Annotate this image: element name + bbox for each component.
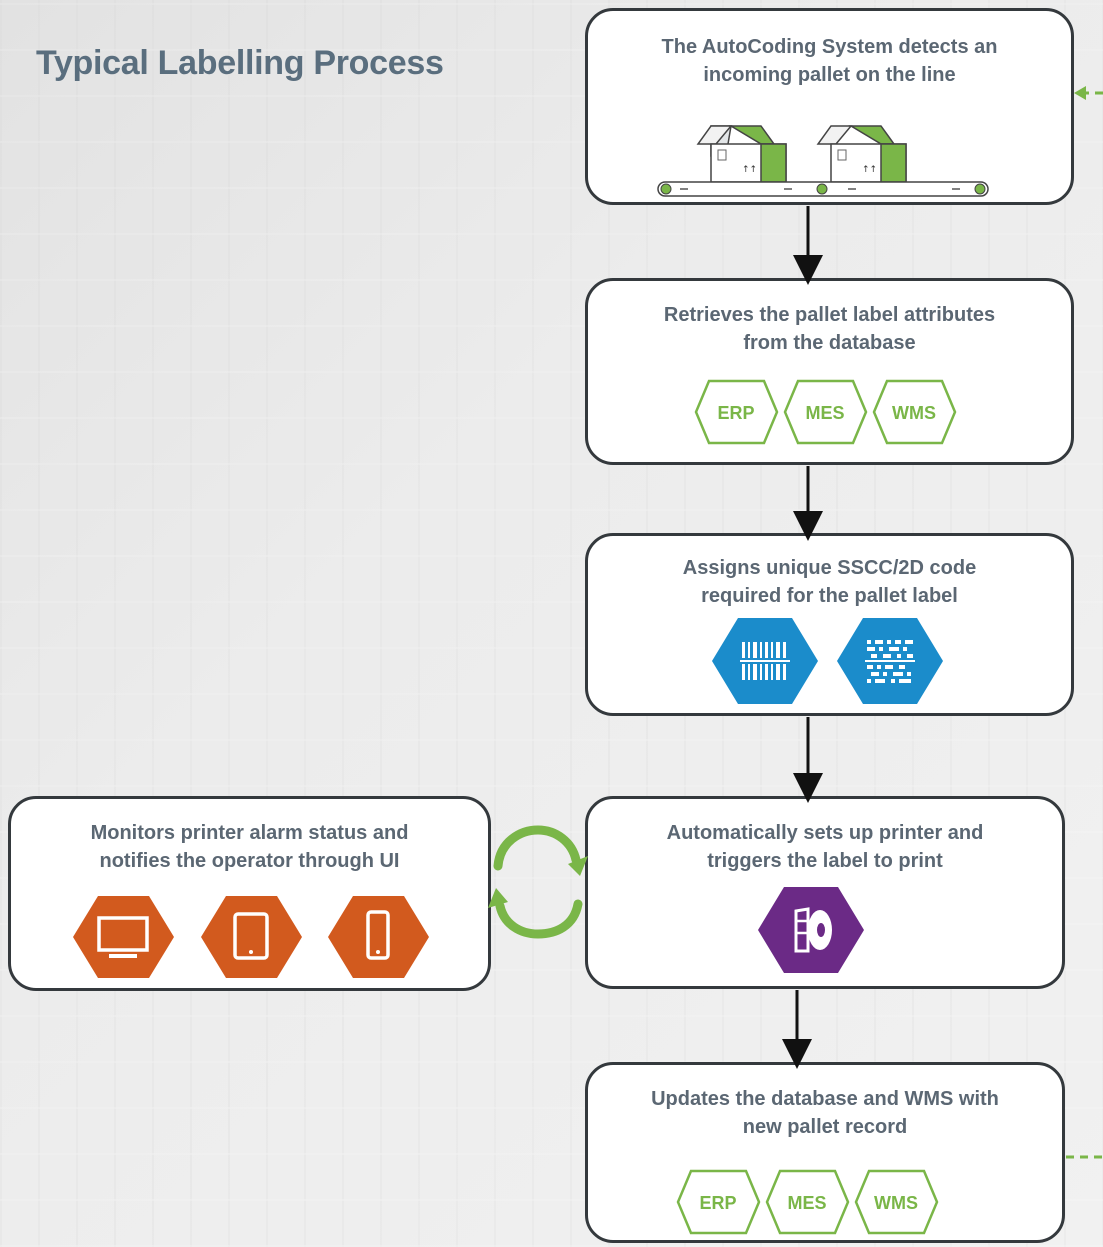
step-assign-line1: Assigns unique SSCC/2D code — [682, 557, 977, 579]
step-assign-text: Assigns unique SSCC/2D code required for… — [588, 554, 1071, 610]
loop-back-arrowhead — [1074, 86, 1086, 100]
step-retrieve-box: Retrieves the pallet label attributes fr… — [585, 278, 1074, 465]
step-print-text: Automatically sets up printer and trigge… — [588, 819, 1062, 875]
tag-wms-label: WMS — [892, 403, 936, 423]
tablet-icon — [201, 896, 302, 978]
step-detect-line2: incoming pallet on the line — [703, 64, 956, 86]
tag-erp-label: ERP — [717, 403, 754, 423]
step-assign-line2: required for the pallet label — [701, 585, 958, 607]
step-print-box: Automatically sets up printer and trigge… — [585, 796, 1065, 989]
tag-mes: MES — [783, 379, 868, 445]
monitor-icons — [73, 896, 429, 978]
step-monitor-box: Monitors printer alarm status and notifi… — [8, 796, 491, 991]
tag-wms: WMS — [872, 379, 957, 445]
tag-wms-label: WMS — [874, 1193, 918, 1213]
phone-icon — [328, 896, 429, 978]
step-retrieve-line1: Retrieves the pallet label attributes — [663, 304, 996, 326]
datamatrix-icon — [837, 618, 943, 704]
label-roll-icon — [758, 887, 864, 973]
step-print-line1: Automatically sets up printer and — [666, 822, 984, 844]
step-monitor-line1: Monitors printer alarm status and — [90, 822, 409, 844]
tag-erp: ERP — [694, 379, 779, 445]
step-update-box: Updates the database and WMS with new pa… — [585, 1062, 1065, 1243]
step-detect-line1: The AutoCoding System detects an — [661, 36, 998, 58]
assign-icons — [712, 618, 943, 704]
update-tags: ERP MES WMS — [676, 1169, 939, 1235]
retrieve-tags: ERP MES WMS — [694, 379, 957, 445]
step-monitor-line2: notifies the operator through UI — [99, 850, 400, 872]
page-title: Typical Labelling Process — [36, 44, 444, 82]
step-detect-box: The AutoCoding System detects an incomin… — [585, 8, 1074, 205]
tag-erp-label: ERP — [699, 1193, 736, 1213]
tag-mes: MES — [765, 1169, 850, 1235]
tag-mes-label: MES — [787, 1193, 826, 1213]
sync-arrows-icon — [488, 825, 588, 939]
svg-text:↑↑: ↑↑ — [742, 165, 757, 175]
tag-wms: WMS — [854, 1169, 939, 1235]
step-update-line2: new pallet record — [742, 1116, 908, 1138]
tag-erp: ERP — [676, 1169, 761, 1235]
step-print-line2: triggers the label to print — [707, 850, 943, 872]
tag-mes-label: MES — [805, 403, 844, 423]
barcode-icon — [712, 618, 818, 704]
step-retrieve-line2: from the database — [743, 332, 916, 354]
step-update-line1: Updates the database and WMS with — [651, 1088, 999, 1110]
step-monitor-text: Monitors printer alarm status and notifi… — [11, 819, 488, 875]
step-assign-box: Assigns unique SSCC/2D code required for… — [585, 533, 1074, 716]
conveyor-boxes-icon: ↑↑ ↑↑ — [657, 125, 989, 197]
monitor-icon — [73, 896, 174, 978]
step-update-text: Updates the database and WMS with new pa… — [588, 1085, 1062, 1141]
svg-text:↑↑: ↑↑ — [862, 165, 877, 175]
step-retrieve-text: Retrieves the pallet label attributes fr… — [588, 301, 1071, 357]
step-detect-text: The AutoCoding System detects an incomin… — [588, 33, 1071, 89]
